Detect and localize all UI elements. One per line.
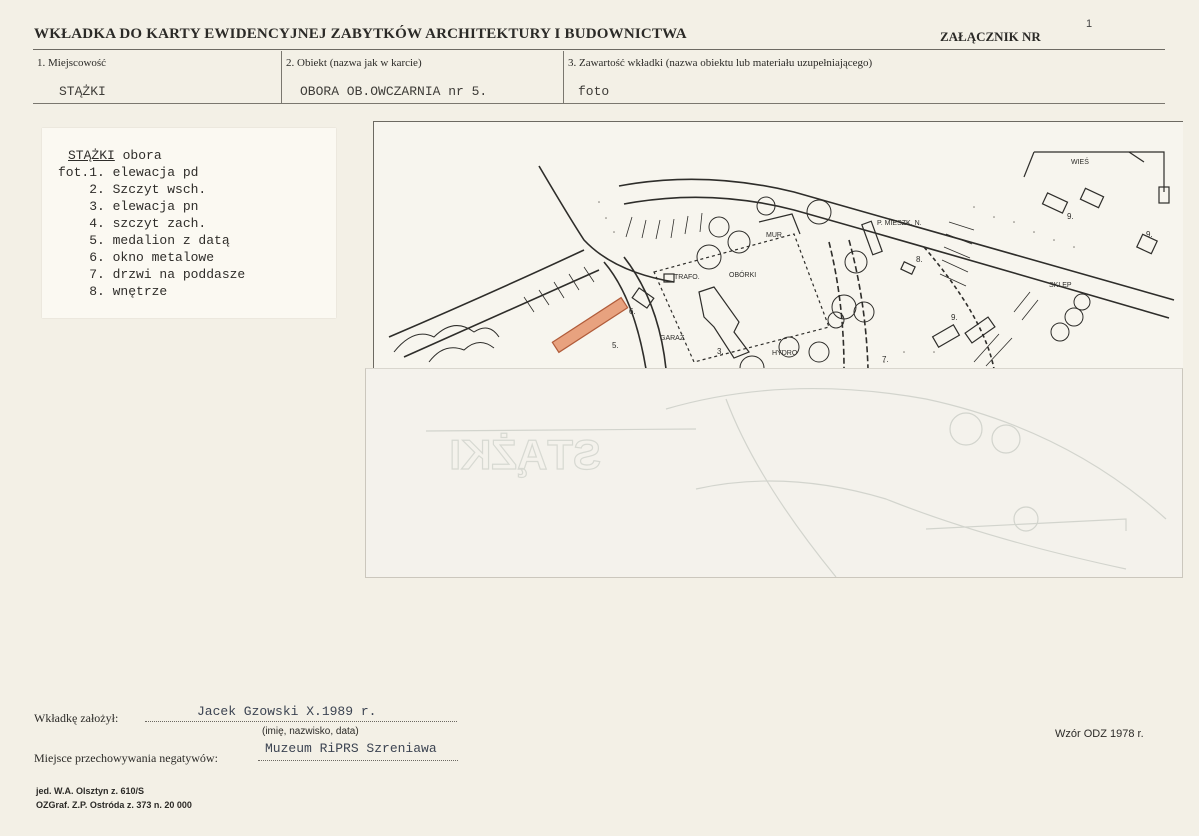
photo-list-item: 6. okno metalowe xyxy=(58,250,215,265)
photo-list-item: 4. szczyt zach. xyxy=(58,216,207,231)
content-cell: 3. Zawartość wkładki (nazwa obiektu lub … xyxy=(563,51,1166,103)
template-note: Wzór ODZ 1978 r. xyxy=(1055,728,1144,740)
negatives-storage-label: Miejsce przechowywania negatywów: xyxy=(34,751,218,765)
site-plan-map: WIEŚ P. MIESZK. N. SKLEP MUR TRAFO. OBÓR… xyxy=(373,121,1183,369)
photo-list-card: STĄŻKI obora fot.1. elewacja pd 2. Szczy… xyxy=(42,128,336,318)
object-value[interactable]: OBORA OB.OWCZARNIA nr 5. xyxy=(300,84,488,99)
map-label-9-b: 9. xyxy=(951,313,958,322)
locality-cell: 1. Miejscowość STĄŻKI xyxy=(33,51,281,103)
fields-row: 1. Miejscowość STĄŻKI 2. Obiekt (nazwa j… xyxy=(33,51,1165,104)
photo-list-item: 5. medalion z datą xyxy=(58,233,230,248)
map-label-8: 8. xyxy=(916,255,923,264)
photo-list-item: fot.1. elewacja pd xyxy=(58,165,199,180)
photo-list-item: 8. wnętrze xyxy=(58,284,168,299)
created-by-value[interactable]: Jacek Gzowski X.1989 r. xyxy=(197,704,377,719)
highlighted-barn xyxy=(551,296,629,354)
map-label-obory: OBÓRKI xyxy=(729,270,756,279)
created-by-hint: (imię, nazwisko, data) xyxy=(262,726,359,737)
form-title: WKŁADKA DO KARTY EWIDENCYJNEJ ZABYTKÓW A… xyxy=(34,26,687,42)
print-info-line-1: jed. W.A. Olsztyn z. 610/S xyxy=(36,786,145,796)
object-label: 2. Obiekt (nazwa jak w karcie) xyxy=(286,57,422,69)
note-heading: STĄŻKI obora xyxy=(68,148,162,163)
photo-back-side: STĄŻKI xyxy=(365,368,1183,578)
attachment-number[interactable]: 1 xyxy=(1086,18,1093,30)
site-plan-drawing: WIEŚ P. MIESZK. N. SKLEP MUR TRAFO. OBÓR… xyxy=(374,151,1183,369)
map-label-trafo: TRAFO. xyxy=(674,274,700,281)
photo-back-show-through: STĄŻKI xyxy=(425,387,1167,577)
map-label-hydro: HYDRO xyxy=(772,350,798,357)
negatives-storage-value[interactable]: Muzeum RiPRS Szreniawa xyxy=(265,741,437,756)
photo-list-item: 2. Szczyt wsch. xyxy=(58,182,207,197)
map-label-9-a: 9. xyxy=(1067,212,1074,221)
header-divider xyxy=(33,49,1165,50)
map-label-house: P. MIESZK. N. xyxy=(877,220,922,227)
photo-list-item: 7. drzwi na poddasze xyxy=(58,267,246,282)
locality-label: 1. Miejscowość xyxy=(37,57,107,69)
map-label-9-c: 9. xyxy=(1146,230,1153,239)
map-label-3: 3. xyxy=(717,347,724,356)
note-town: STĄŻKI xyxy=(68,148,115,163)
locality-value[interactable]: STĄŻKI xyxy=(59,84,106,99)
map-label-6: 6. xyxy=(629,307,636,316)
content-label: 3. Zawartość wkładki (nazwa obiektu lub … xyxy=(568,57,873,69)
map-label-shop: SKLEP xyxy=(1049,282,1072,289)
attachment-label: ZAŁĄCZNIK NR xyxy=(940,29,1041,44)
map-label-wies: WIEŚ xyxy=(1071,157,1089,166)
map-label-mur: MUR xyxy=(766,232,782,239)
note-building: obora xyxy=(122,148,162,163)
content-value[interactable]: foto xyxy=(578,84,610,99)
photo-list-item: 3. elewacja pn xyxy=(58,199,199,214)
map-label-garaz: GARAŻ xyxy=(660,333,685,342)
created-by-label: Wkładkę założył: xyxy=(34,711,119,725)
map-label-7: 7. xyxy=(882,355,889,364)
print-info-line-2: OZGraf. Z.P. Ostróda z. 373 n. 20 000 xyxy=(36,800,192,810)
photo-back-town: STĄŻKI xyxy=(449,431,601,478)
created-by-line xyxy=(145,721,457,722)
map-label-5: 5. xyxy=(612,341,619,350)
negatives-storage-line xyxy=(258,760,458,761)
object-cell: 2. Obiekt (nazwa jak w karcie) OBORA OB.… xyxy=(281,51,564,103)
